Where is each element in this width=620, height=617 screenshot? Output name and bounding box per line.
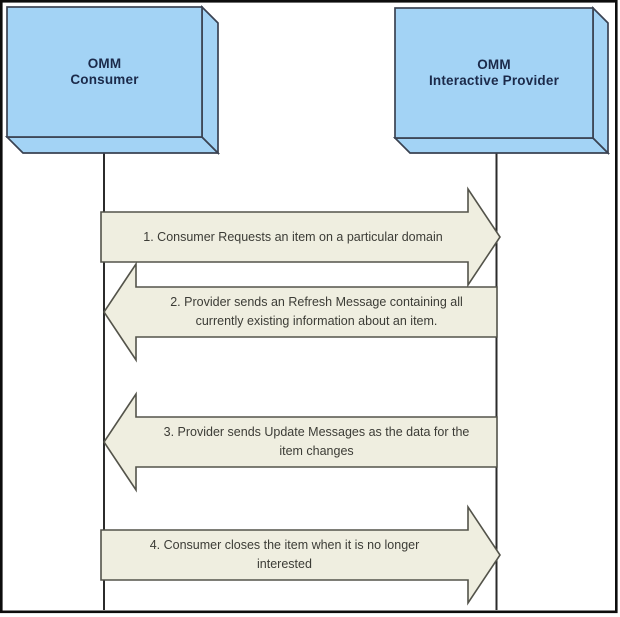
provider-node-front-face <box>394 7 594 139</box>
provider-node-shape <box>392 5 611 156</box>
consumer-node-shape <box>4 4 221 156</box>
message-3-arrow-left <box>103 391 498 493</box>
provider-node-bottom-face <box>392 137 611 154</box>
message-4-arrow-right <box>100 504 501 606</box>
message-2-arrow-left <box>103 261 498 363</box>
provider-node-side-face <box>592 5 609 156</box>
consumer-node-bottom-face <box>4 136 221 154</box>
consumer-node-front-face <box>6 6 203 138</box>
consumer-node-side-face <box>201 4 219 156</box>
message-1-arrow-right <box>100 186 501 288</box>
